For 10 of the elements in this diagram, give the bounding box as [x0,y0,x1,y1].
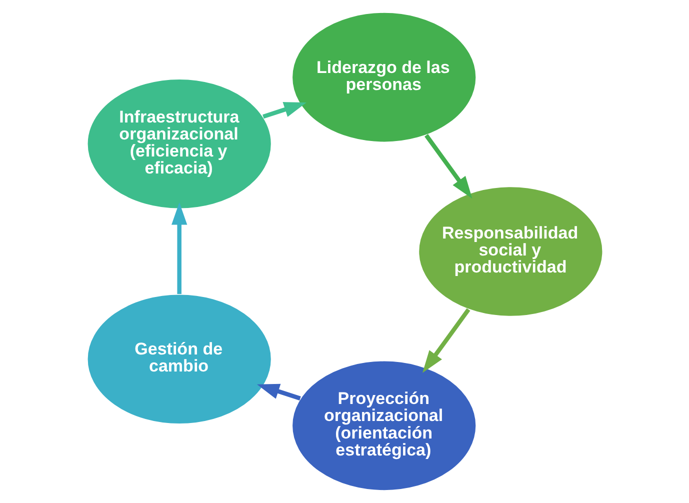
node-ellipse: Infraestructura organizacional (eficiencia y eficacia) [86,78,272,210]
node-ellipse: Responsabilidad social y productividad [418,186,603,317]
arrow [424,134,472,199]
node-ellipse: Liderazgo de las personas [290,12,476,143]
arrow [171,202,187,294]
arrow [262,102,306,119]
node-ellipse: Proyección organizacional (orientación estratégica) [290,360,476,492]
arrow [256,384,300,400]
node-ellipse: Gestión de cambio [86,294,272,425]
arrow [422,308,470,373]
